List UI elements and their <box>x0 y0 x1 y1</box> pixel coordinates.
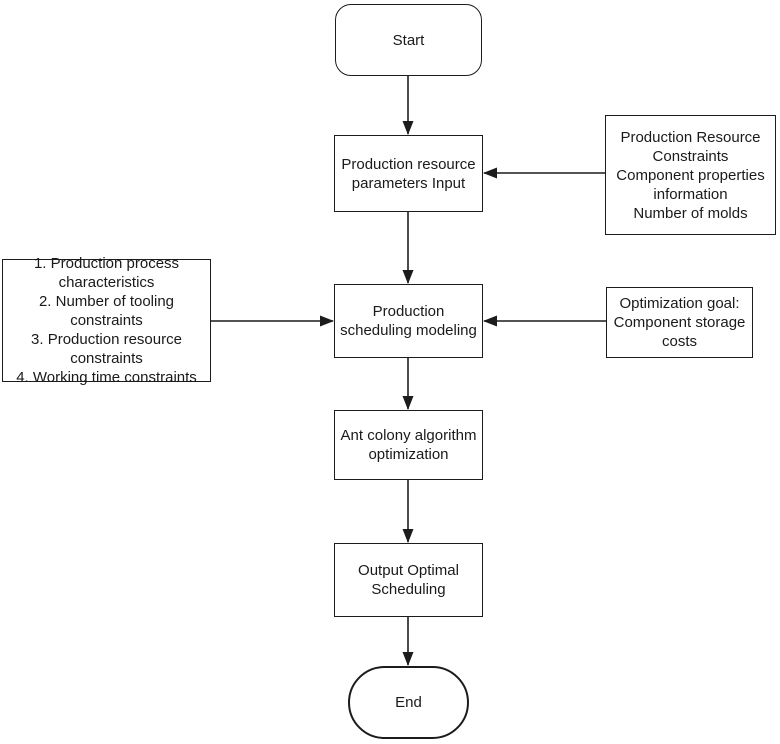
constraints-list-node: 1. Production process characteristics 2.… <box>2 255 211 386</box>
production-scheduling-modeling-node: Production scheduling modeling <box>334 284 483 358</box>
end-node: End <box>348 666 469 739</box>
production-resource-constraints-node: Production Resource Constraints Componen… <box>605 115 776 235</box>
ant-colony-algorithm-node: Ant colony algorithm optimization <box>334 410 483 480</box>
optimization-goal-node: Optimization goal: Component storage cos… <box>606 287 753 358</box>
output-optimal-scheduling-node: Output Optimal Scheduling <box>334 543 483 617</box>
start-node: Start <box>335 4 482 76</box>
production-resource-parameters-input-node: Production resource parameters Input <box>334 135 483 212</box>
